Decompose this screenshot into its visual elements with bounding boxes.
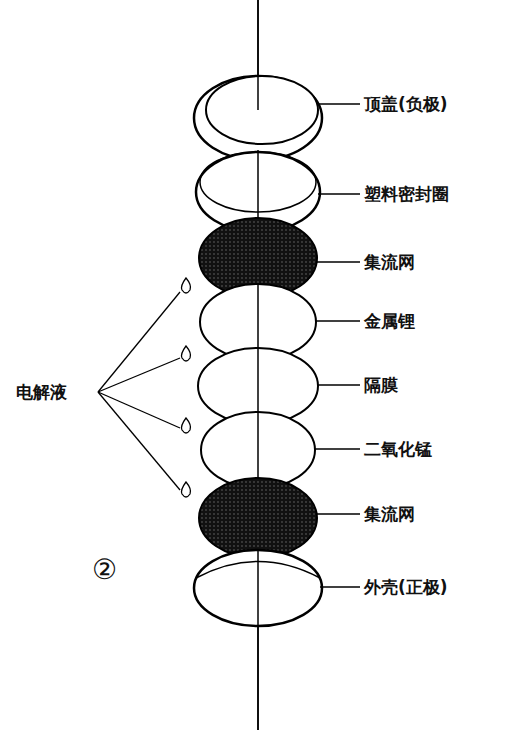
- part-label: 隔膜: [364, 375, 398, 395]
- part-label: 顶盖(负极): [364, 94, 448, 114]
- part-label: 集流网: [364, 252, 415, 272]
- part-label: 金属锂: [364, 311, 415, 331]
- callout-number: ②: [92, 553, 117, 587]
- part-label: 塑料密封圈: [364, 184, 449, 204]
- current-collector: [199, 478, 317, 558]
- top-cap: [194, 0, 322, 160]
- part-label: 二氧化锰: [364, 439, 432, 459]
- mno2-disc: [201, 412, 315, 488]
- part-label: 集流网: [364, 504, 415, 524]
- electrolyte-drops: [98, 278, 191, 497]
- part-label: 外壳(正极): [364, 577, 448, 597]
- axis-line: [257, 0, 259, 730]
- leader-lines: [314, 104, 360, 587]
- outer-shell: [194, 550, 322, 730]
- part-label: 电解液: [16, 382, 67, 402]
